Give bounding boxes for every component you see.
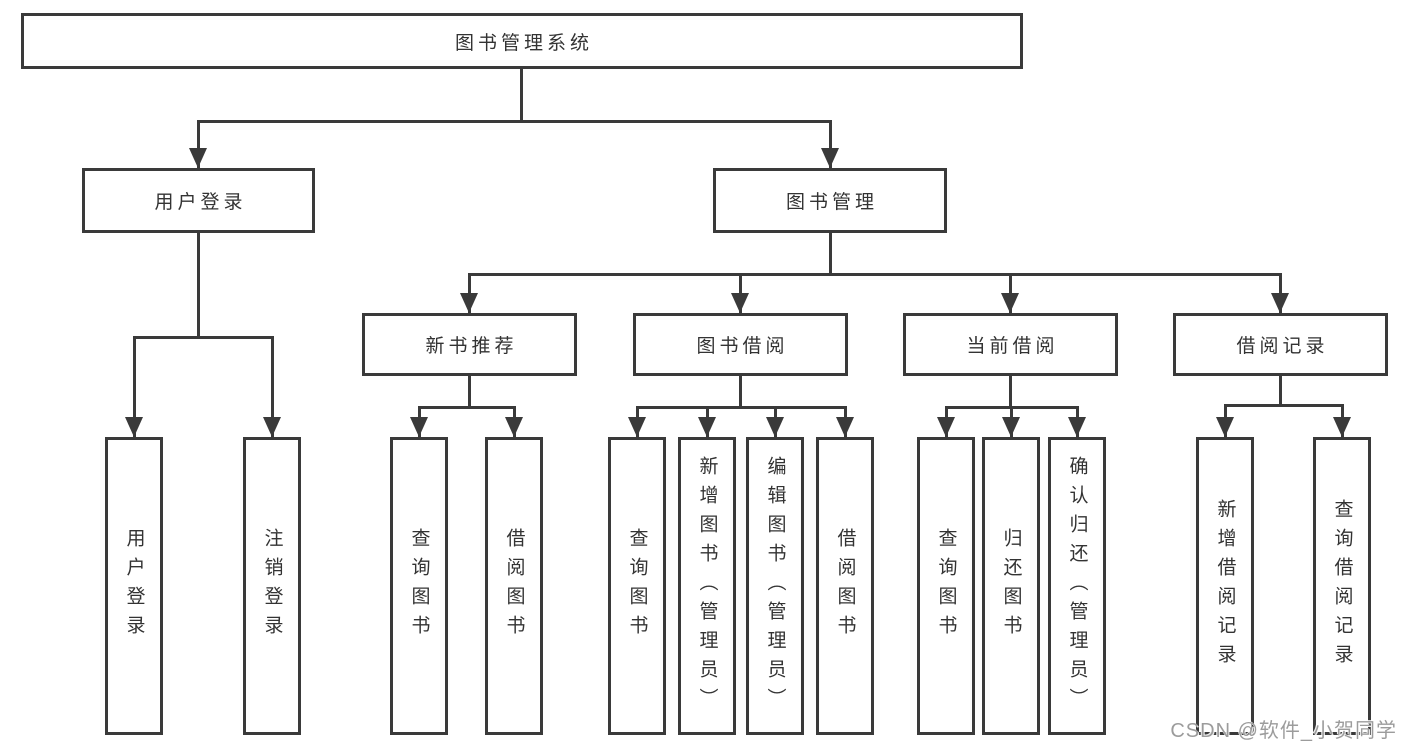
connector-line bbox=[1224, 404, 1344, 407]
node-user-login: 用户登录 bbox=[82, 168, 315, 233]
connector-line bbox=[829, 120, 832, 168]
connector-line bbox=[133, 336, 274, 339]
node-label: 查询图书 bbox=[935, 528, 957, 644]
connector-line bbox=[271, 336, 274, 437]
leaf-query-books-borrowing: 查询图书 bbox=[608, 437, 666, 735]
connector-arrowhead bbox=[1216, 417, 1234, 437]
node-label: 查询图书 bbox=[408, 528, 430, 644]
node-label: 图书管理系统 bbox=[454, 32, 593, 54]
connector-arrowhead bbox=[1068, 417, 1086, 437]
node-book-borrowing: 图书借阅 bbox=[633, 313, 848, 376]
connector-arrowhead bbox=[937, 417, 955, 437]
connector-arrowhead bbox=[1002, 417, 1020, 437]
connector-arrowhead bbox=[125, 417, 143, 437]
node-label: 图书管理 bbox=[785, 192, 878, 213]
connector-arrowhead bbox=[1001, 293, 1019, 313]
connector-arrowhead bbox=[731, 293, 749, 313]
connector-line bbox=[520, 69, 523, 120]
node-label: 归还图书 bbox=[1000, 528, 1022, 644]
connector-arrowhead bbox=[628, 417, 646, 437]
connector-line bbox=[1279, 376, 1282, 404]
node-label: 当前借阅 bbox=[966, 336, 1059, 357]
node-label: 新书推荐 bbox=[425, 336, 518, 357]
node-current-borrowing: 当前借阅 bbox=[903, 313, 1118, 376]
leaf-add-borrowing-record: 新增借阅记录 bbox=[1196, 437, 1254, 735]
leaf-confirm-return-admin: 确认归还（管理员） bbox=[1048, 437, 1106, 735]
connector-line bbox=[739, 376, 742, 406]
connector-arrowhead bbox=[460, 293, 478, 313]
node-label: 图书借阅 bbox=[696, 336, 789, 357]
leaf-edit-books-admin: 编辑图书（管理员） bbox=[746, 437, 804, 735]
node-label: 用户登录 bbox=[154, 192, 247, 213]
leaf-borrow-books-recommendation: 借阅图书 bbox=[485, 437, 543, 735]
connector-arrowhead bbox=[1333, 417, 1351, 437]
connector-line bbox=[197, 233, 200, 336]
node-label: 借阅图书 bbox=[503, 528, 525, 644]
connector-arrowhead bbox=[505, 417, 523, 437]
leaf-return-books: 归还图书 bbox=[982, 437, 1040, 735]
node-label: 确认归还（管理员） bbox=[1066, 455, 1088, 717]
leaf-user-login: 用户登录 bbox=[105, 437, 163, 735]
connector-line bbox=[468, 376, 471, 406]
connector-line bbox=[636, 406, 847, 409]
leaf-add-books-admin: 新增图书（管理员） bbox=[678, 437, 736, 735]
node-label: 注销登录 bbox=[261, 528, 283, 644]
connector-arrowhead bbox=[698, 417, 716, 437]
connector-line bbox=[829, 233, 832, 273]
node-borrowing-records: 借阅记录 bbox=[1173, 313, 1388, 376]
connector-line bbox=[197, 120, 200, 168]
node-book-management: 图书管理 bbox=[713, 168, 947, 233]
node-new-book-recommendation: 新书推荐 bbox=[362, 313, 577, 376]
leaf-borrow-books: 借阅图书 bbox=[816, 437, 874, 735]
connector-arrowhead bbox=[263, 417, 281, 437]
node-label: 编辑图书（管理员） bbox=[764, 455, 786, 717]
node-label: 查询借阅记录 bbox=[1331, 499, 1353, 673]
node-label: 新增图书（管理员） bbox=[696, 455, 718, 717]
node-library-management-system: 图书管理系统 bbox=[21, 13, 1023, 69]
connector-line bbox=[1009, 376, 1012, 406]
node-label: 借阅图书 bbox=[834, 528, 856, 644]
leaf-query-books-recommendation: 查询图书 bbox=[390, 437, 448, 735]
leaf-logout: 注销登录 bbox=[243, 437, 301, 735]
connector-line bbox=[468, 273, 1282, 276]
leaf-query-borrowing-record: 查询借阅记录 bbox=[1313, 437, 1371, 735]
connector-line bbox=[418, 406, 516, 409]
connector-arrowhead bbox=[1271, 293, 1289, 313]
connector-arrowhead bbox=[766, 417, 784, 437]
connector-line bbox=[197, 120, 832, 123]
leaf-query-books-current: 查询图书 bbox=[917, 437, 975, 735]
connector-line bbox=[133, 336, 136, 437]
connector-arrowhead bbox=[836, 417, 854, 437]
node-label: 查询图书 bbox=[626, 528, 648, 644]
connector-arrowhead bbox=[189, 148, 207, 168]
node-label: 用户登录 bbox=[123, 528, 145, 644]
node-label: 借阅记录 bbox=[1236, 336, 1329, 357]
connector-arrowhead bbox=[410, 417, 428, 437]
connector-arrowhead bbox=[821, 148, 839, 168]
node-label: 新增借阅记录 bbox=[1214, 499, 1236, 673]
csdn-watermark: CSDN @软件_小贺同学 bbox=[1170, 720, 1397, 742]
